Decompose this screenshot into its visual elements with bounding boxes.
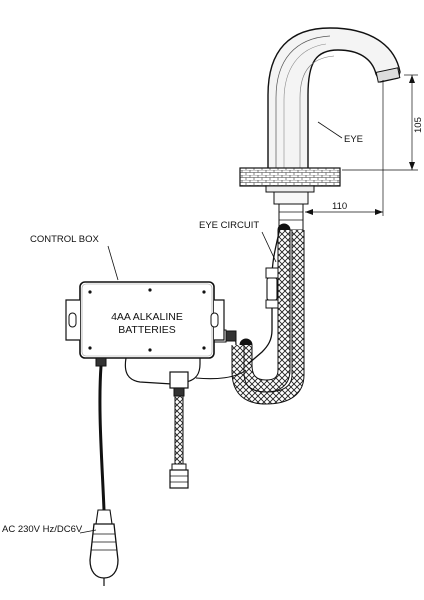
valve-icon	[169, 371, 189, 489]
power-label: AC 230V Hz/DC6V	[2, 524, 83, 535]
hose-icon	[211, 223, 305, 405]
box-label-line2: BATTERIES	[118, 324, 176, 336]
eye-label: EYE	[344, 134, 363, 145]
plug-icon	[79, 509, 119, 586]
eye-circuit-label: EYE CIRCUIT	[199, 220, 259, 231]
box-label-line1: 4AA ALKALINE	[111, 311, 183, 323]
eye-circuit-cable	[247, 227, 281, 365]
sensor-eye-icon	[267, 120, 343, 172]
power-cable	[95, 357, 107, 511]
width-dimension-label: 110	[332, 201, 347, 212]
box-wires	[124, 357, 247, 385]
height-dimension-label: 105	[413, 117, 424, 133]
faucet-spout-icon	[267, 27, 401, 173]
control-box-label: CONTROL BOX	[30, 234, 99, 245]
control-box-icon	[65, 245, 225, 359]
dimension-lines	[305, 74, 418, 216]
